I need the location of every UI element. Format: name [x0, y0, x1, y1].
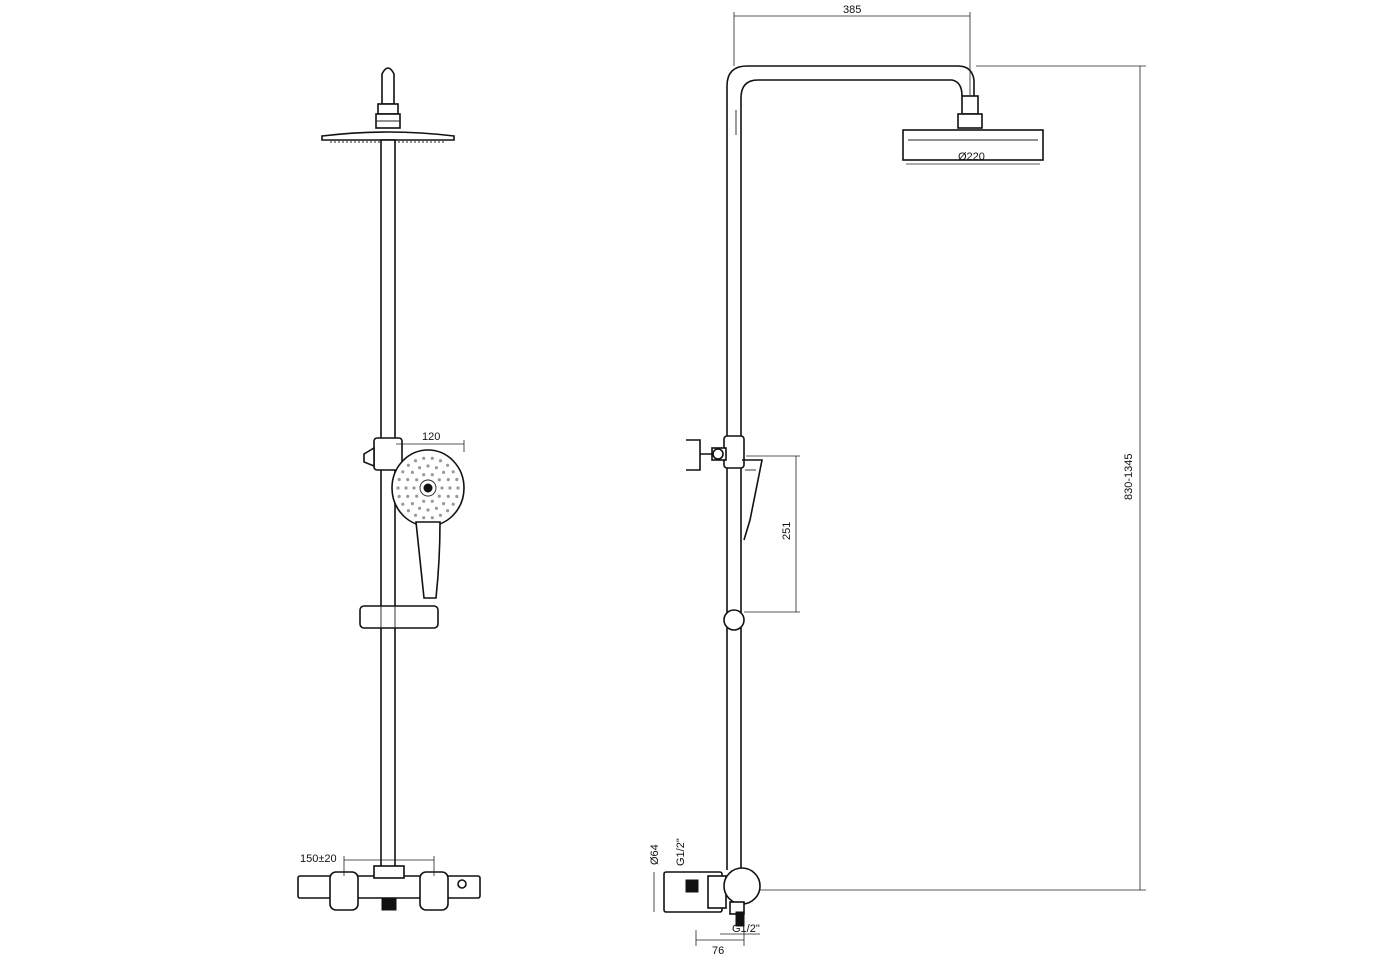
nozzle-dot: [406, 494, 410, 498]
nozzle-dot: [397, 477, 401, 482]
nozzle-dot: [401, 470, 405, 474]
nozzle-dot: [451, 470, 455, 474]
front-view: 120 150±20: [297, 67, 481, 911]
nozzle-dot: [406, 509, 410, 513]
nozzle-dot: [406, 463, 410, 467]
dim-hand-shower-width: 120: [422, 431, 440, 443]
nozzle-dot: [410, 470, 414, 474]
nozzle-dot: [401, 502, 405, 506]
nozzle-dot: [455, 477, 459, 482]
nozzle-dot: [413, 513, 418, 517]
dim-valve-spacing: 150±20: [300, 853, 337, 865]
front-head-connector: [377, 103, 399, 115]
front-wall-bracket: [373, 437, 403, 471]
nozzle-dot: [415, 494, 419, 498]
nozzle-dot: [418, 466, 422, 470]
front-top-pipe: [381, 67, 395, 105]
dim-wall-offset: 76: [712, 945, 724, 957]
nozzle-dot: [396, 486, 400, 490]
front-slide-holder: [359, 605, 439, 629]
nozzle-dot: [437, 494, 441, 498]
nozzle-dot: [446, 478, 450, 482]
dim-slide-distance: 251: [781, 522, 793, 540]
nozzle-dot: [430, 473, 434, 477]
dim-outlet-diameter: Ø64: [649, 844, 661, 865]
nozzle-dot: [437, 478, 441, 482]
front-thermostat-valve: [297, 865, 481, 911]
nozzle-dot: [418, 506, 422, 510]
nozzle-dot: [410, 502, 414, 506]
nozzle-dot: [440, 486, 444, 490]
side-thermostat-valve: [663, 867, 761, 927]
nozzle-dot: [406, 478, 410, 482]
side-wall-bracket: [686, 435, 745, 471]
nozzle-dot: [426, 508, 430, 512]
nozzle-dot: [430, 516, 434, 520]
side-view: 385 Ø220 830-1345 251: [649, 4, 1146, 957]
nozzle-dot: [446, 463, 450, 467]
nozzle-dot: [422, 473, 426, 477]
nozzle-dot: [448, 486, 452, 490]
nozzle-dot: [446, 494, 450, 498]
front-riser-pipe: [380, 139, 396, 869]
nozzle-dot: [442, 502, 446, 506]
dim-total-height: 830-1345: [1123, 454, 1135, 501]
nozzle-dot: [430, 456, 434, 460]
front-shower-head: [321, 131, 455, 141]
nozzle-dot: [426, 464, 430, 468]
side-riser-and-arm: [726, 65, 975, 870]
front-bracket-knob: [363, 446, 375, 468]
front-hand-shower: [391, 449, 465, 599]
side-slide-holder: [723, 609, 745, 631]
side-head-nut: [957, 113, 983, 129]
nozzle-dot: [455, 494, 459, 499]
nozzle-dot: [413, 459, 418, 463]
nozzle-dot: [415, 478, 419, 482]
dim-outlet-thread: G1/2": [732, 923, 760, 935]
nozzle-dot: [404, 486, 408, 490]
side-hand-shower: [742, 459, 763, 541]
dim-arm-projection: 385: [843, 4, 861, 16]
dim-inlet-thread: G1/2": [675, 838, 687, 866]
nozzle-dot: [434, 466, 438, 470]
nozzle-dot: [412, 486, 416, 490]
side-shower-head: [902, 129, 1044, 161]
nozzle-dot: [430, 499, 434, 503]
nozzle-dot: [422, 499, 426, 503]
side-head-connector: [961, 95, 979, 115]
nozzle-dot: [438, 459, 443, 463]
nozzle-dot: [446, 509, 450, 513]
nozzle-dot: [422, 516, 426, 520]
nozzle-dot: [434, 506, 438, 510]
nozzle-dot: [422, 456, 426, 460]
nozzle-dot: [451, 502, 455, 506]
nozzle-dot: [438, 513, 443, 517]
nozzle-dot: [397, 494, 401, 499]
nozzle-dot: [442, 470, 446, 474]
dim-head-diameter: Ø220: [958, 151, 985, 163]
nozzle-dot: [456, 486, 460, 490]
